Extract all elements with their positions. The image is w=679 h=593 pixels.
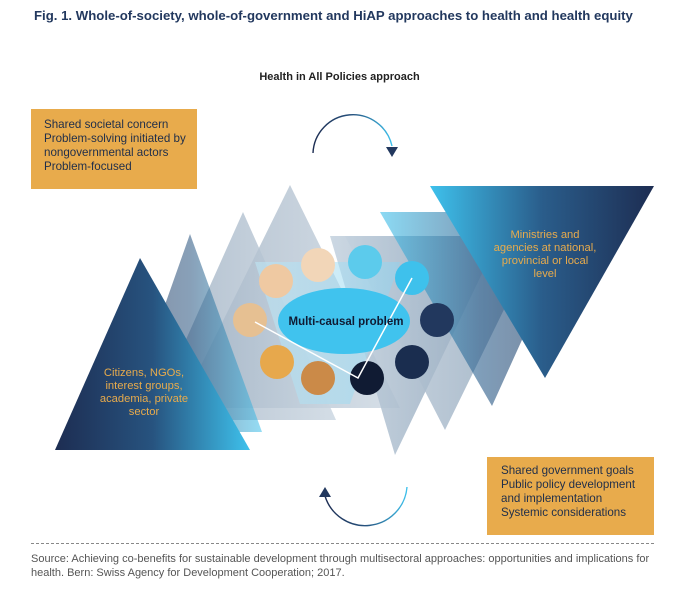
society-circle-2: [301, 248, 335, 282]
government-box-line-3: and implementation: [501, 492, 603, 505]
bottom-cycle-arc: [324, 486, 408, 527]
society-actors-line-4: sector: [129, 406, 160, 418]
society-box-line-1: Shared societal concern: [44, 118, 169, 131]
society-actors-line-2: interest groups,: [105, 380, 182, 392]
government-actors-line-1: Ministries and: [510, 229, 579, 241]
government-approach-box: Shared government goals Public policy de…: [487, 457, 654, 535]
government-actors-line-3: provincial or local: [502, 255, 588, 267]
government-triangle-main: [430, 186, 654, 378]
top-cycle-arc: [312, 114, 393, 154]
source-note: Source: Achieving co-benefits for sustai…: [31, 553, 650, 579]
approach-label: Health in All Policies approach: [259, 71, 420, 83]
society-triangle-main: [55, 258, 250, 450]
society-circle-3: [233, 303, 267, 337]
government-actors-line-2: agencies at national,: [494, 242, 597, 254]
source-divider: [31, 543, 654, 544]
society-circle-1: [259, 264, 293, 298]
government-circle-3: [420, 303, 454, 337]
government-circle-5: [350, 361, 384, 395]
society-box-line-3: nongovernmental actors: [44, 146, 169, 159]
society-actors-line-3: academia, private: [100, 393, 188, 405]
government-circle-1: [348, 245, 382, 279]
government-box-line-1: Shared government goals: [501, 464, 634, 477]
center-label: Multi-causal problem: [288, 316, 403, 328]
bottom-cycle-arrowhead-icon: [319, 487, 331, 497]
top-cycle-arrowhead-icon: [386, 147, 398, 157]
society-circle-5: [301, 361, 335, 395]
center-ellipse: [278, 288, 410, 354]
society-actors-line-1: Citizens, NGOs,: [104, 367, 184, 379]
government-actors-line-4: level: [533, 268, 556, 280]
government-box-line-4: Systemic considerations: [501, 506, 627, 519]
connector-lines: [254, 277, 413, 380]
society-approach-box: Shared societal concern Problem-solving …: [31, 109, 197, 189]
figure-title: Fig. 1. Whole-of-society, whole-of-gover…: [34, 8, 633, 23]
society-box-line-2: Problem-solving initiated by: [44, 132, 186, 145]
government-circle-4: [395, 345, 429, 379]
society-circle-4: [260, 345, 294, 379]
government-box-line-2: Public policy development: [501, 478, 636, 491]
society-box-line-4: Problem-focused: [44, 160, 132, 173]
